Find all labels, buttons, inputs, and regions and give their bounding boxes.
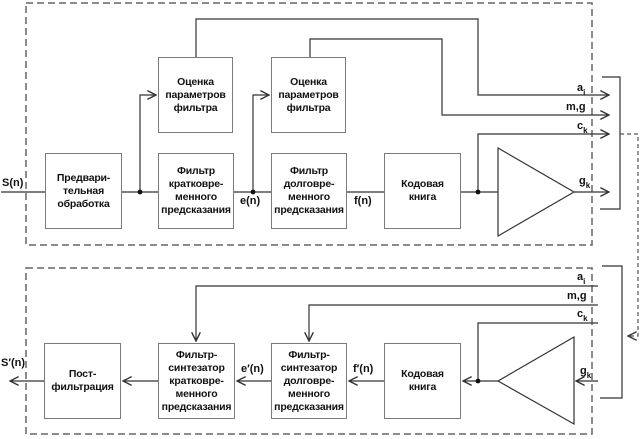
- decoder-stp-synth-label: Фильтр- синтезатор кратковре- менного пр…: [161, 348, 232, 413]
- decoder-input-bracket: [600, 265, 623, 399]
- encoder-ltp-filter-box: Фильтр долговре- менного предсказания: [271, 153, 347, 229]
- signal-en: e(n): [240, 195, 261, 207]
- decoder-stp-synth-box: Фильтр- синтезатор кратковре- менного пр…: [158, 343, 235, 419]
- encoder-estimation-box-1: Оценка параметров фильтра: [158, 57, 233, 133]
- encoder-output-bracket: [600, 76, 621, 210]
- decoder-ltp-synth-box: Фильтр- синтезатор долговре- менного пре…: [271, 343, 347, 419]
- wire-ai-input: [196, 285, 598, 341]
- signal-ai-decoder: ai: [577, 271, 586, 287]
- signal-mg-decoder: m,g: [567, 290, 587, 302]
- encoder-stp-filter-label: Фильтр кратковре- менного предсказания: [161, 165, 231, 216]
- junction-dot-e: [250, 189, 256, 195]
- encoder-codebook-label: Кодовая книга: [401, 178, 444, 203]
- encoder-preprocessing-box: Предвари- тельная обработка: [45, 153, 122, 229]
- signal-output-sn: S′(n): [1, 357, 26, 369]
- wire-mg-input: [309, 304, 598, 341]
- decoder-postfilter-box: Пост- фильтрация: [44, 343, 121, 419]
- signal-ck-decoder: ck: [577, 308, 588, 324]
- encoder-estimation-label-2: Оценка параметров фильтра: [278, 75, 339, 114]
- encoder-estimation-box-2: Оценка параметров фильтра: [271, 57, 346, 133]
- signal-fn-decoder: f′(n): [353, 363, 374, 375]
- encoder-gain-amplifier: [497, 146, 576, 238]
- wire-riser-to-est1: [139, 95, 156, 192]
- encoder-preprocessing-label: Предвари- тельная обработка: [56, 171, 111, 210]
- encoder-stp-filter-box: Фильтр кратковре- менного предсказания: [158, 153, 234, 229]
- encoder-enclosure: [25, 2, 593, 246]
- signal-ai-encoder: ai: [577, 82, 586, 98]
- encoder-codebook-box: Кодовая книга: [384, 153, 461, 229]
- signal-ck-encoder: ck: [577, 120, 588, 136]
- wire-riser-to-est2: [252, 95, 269, 192]
- decoder-codebook-box: Кодовая книга: [384, 343, 461, 419]
- encoder-estimation-label-1: Оценка параметров фильтра: [165, 75, 226, 114]
- junction-dot-ck-decoder: [475, 378, 481, 384]
- decoder-codebook-label: Кодовая книга: [401, 368, 444, 393]
- signal-en-decoder: e′(n): [241, 363, 264, 375]
- decoder-gain-amplifier: [496, 335, 575, 426]
- signal-input-sn: S(n): [2, 177, 24, 189]
- wire-ck-output: [477, 134, 609, 192]
- decoder-ltp-synth-label: Фильтр- синтезатор долговре- менного пре…: [274, 348, 344, 413]
- signal-fn: f(n): [354, 195, 372, 207]
- transmission-channel-line: [620, 133, 639, 336]
- wire-mg-output: [309, 38, 609, 115]
- wire-ai-output: [195, 18, 609, 95]
- wire-ck-input: [477, 322, 598, 381]
- junction-dot-ck-encoder: [475, 189, 481, 195]
- decoder-enclosure: [25, 267, 593, 435]
- signal-gk-encoder: gk: [579, 175, 591, 191]
- signal-gk-decoder: gk: [580, 365, 592, 381]
- junction-dot-preproc: [137, 189, 143, 195]
- decoder-postfilter-label: Пост- фильтрация: [51, 368, 114, 393]
- signal-mg-encoder: m,g: [566, 101, 586, 113]
- encoder-ltp-filter-label: Фильтр долговре- менного предсказания: [274, 165, 344, 216]
